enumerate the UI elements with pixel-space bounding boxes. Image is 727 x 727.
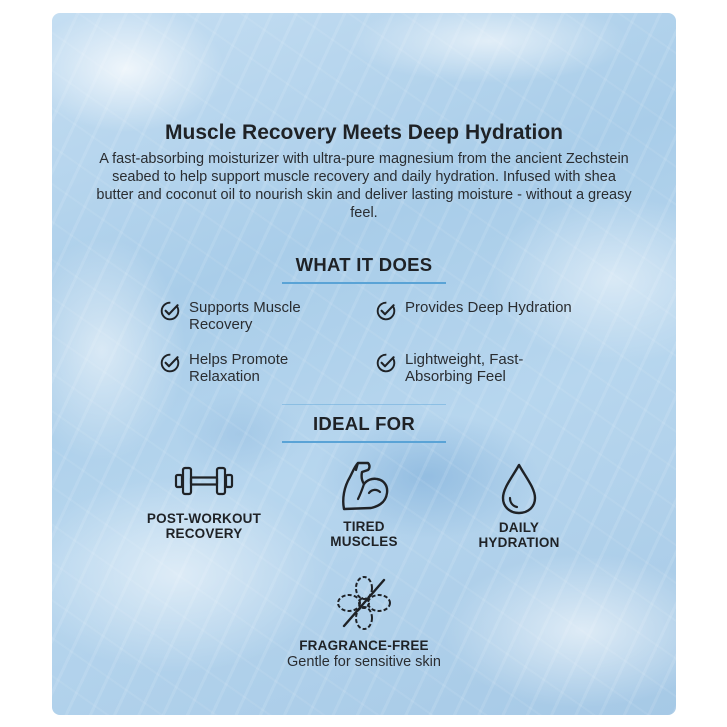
ideal-for-heading: IDEAL FOR xyxy=(282,404,446,443)
benefit-label: Lightweight, Fast-Absorbing Feel xyxy=(405,351,524,385)
benefit-label: Helps Promote Relaxation xyxy=(189,351,289,385)
ideal-label-line2: HYDRATION xyxy=(478,535,560,550)
ideal-for-tired-muscles: TIRED MUSCLES xyxy=(284,459,444,549)
water-drop-icon xyxy=(501,463,537,515)
no-fragrance-flower-icon xyxy=(337,576,391,630)
heading-underline xyxy=(282,441,446,443)
ideal-label-line2: MUSCLES xyxy=(330,534,398,549)
ideal-label-line1: TIRED xyxy=(343,519,385,534)
benefit-item: Provides Deep Hydration xyxy=(376,299,575,321)
ideal-for-daily-hydration: DAILY HYDRATION xyxy=(444,462,594,550)
benefit-label: Provides Deep Hydration xyxy=(405,299,572,316)
what-it-does-heading: WHAT IT DOES xyxy=(282,254,446,284)
what-it-does-heading-text: WHAT IT DOES xyxy=(295,254,433,275)
page-title: Muscle Recovery Meets Deep Hydration xyxy=(165,121,563,144)
ideal-label-line1: POST-WORKOUT xyxy=(146,511,262,526)
check-circle-icon xyxy=(160,301,180,321)
ideal-label-line1: FRAGRANCE-FREE xyxy=(299,638,429,653)
check-circle-icon xyxy=(376,301,396,321)
ideal-for-post-workout: POST-WORKOUT RECOVERY xyxy=(124,465,284,541)
intro-paragraph: A fast-absorbing moisturizer with ultra-… xyxy=(96,151,632,221)
heading-underline xyxy=(282,282,446,284)
flexed-arm-icon xyxy=(342,461,389,511)
ideal-label-line1: DAILY xyxy=(498,520,540,535)
benefit-item: Helps Promote Relaxation xyxy=(160,351,339,385)
ideal-for-heading-text: IDEAL FOR xyxy=(312,413,416,434)
benefit-item: Supports Muscle Recovery xyxy=(160,299,339,333)
ideal-label-line2: RECOVERY xyxy=(165,526,243,541)
check-circle-icon xyxy=(376,353,396,373)
ideal-for-fragrance-free: FRAGRANCE-FREE Gentle for sensitive skin xyxy=(244,574,484,670)
ideal-sub-label: Gentle for sensitive skin xyxy=(287,654,441,670)
heading-overline xyxy=(282,404,446,405)
benefit-item: Lightweight, Fast-Absorbing Feel xyxy=(376,351,575,385)
dumbbell-icon xyxy=(174,466,234,496)
benefit-label: Supports Muscle Recovery xyxy=(189,299,301,333)
marble-background-card: Muscle Recovery Meets Deep Hydration A f… xyxy=(52,13,676,715)
check-circle-icon xyxy=(160,353,180,373)
